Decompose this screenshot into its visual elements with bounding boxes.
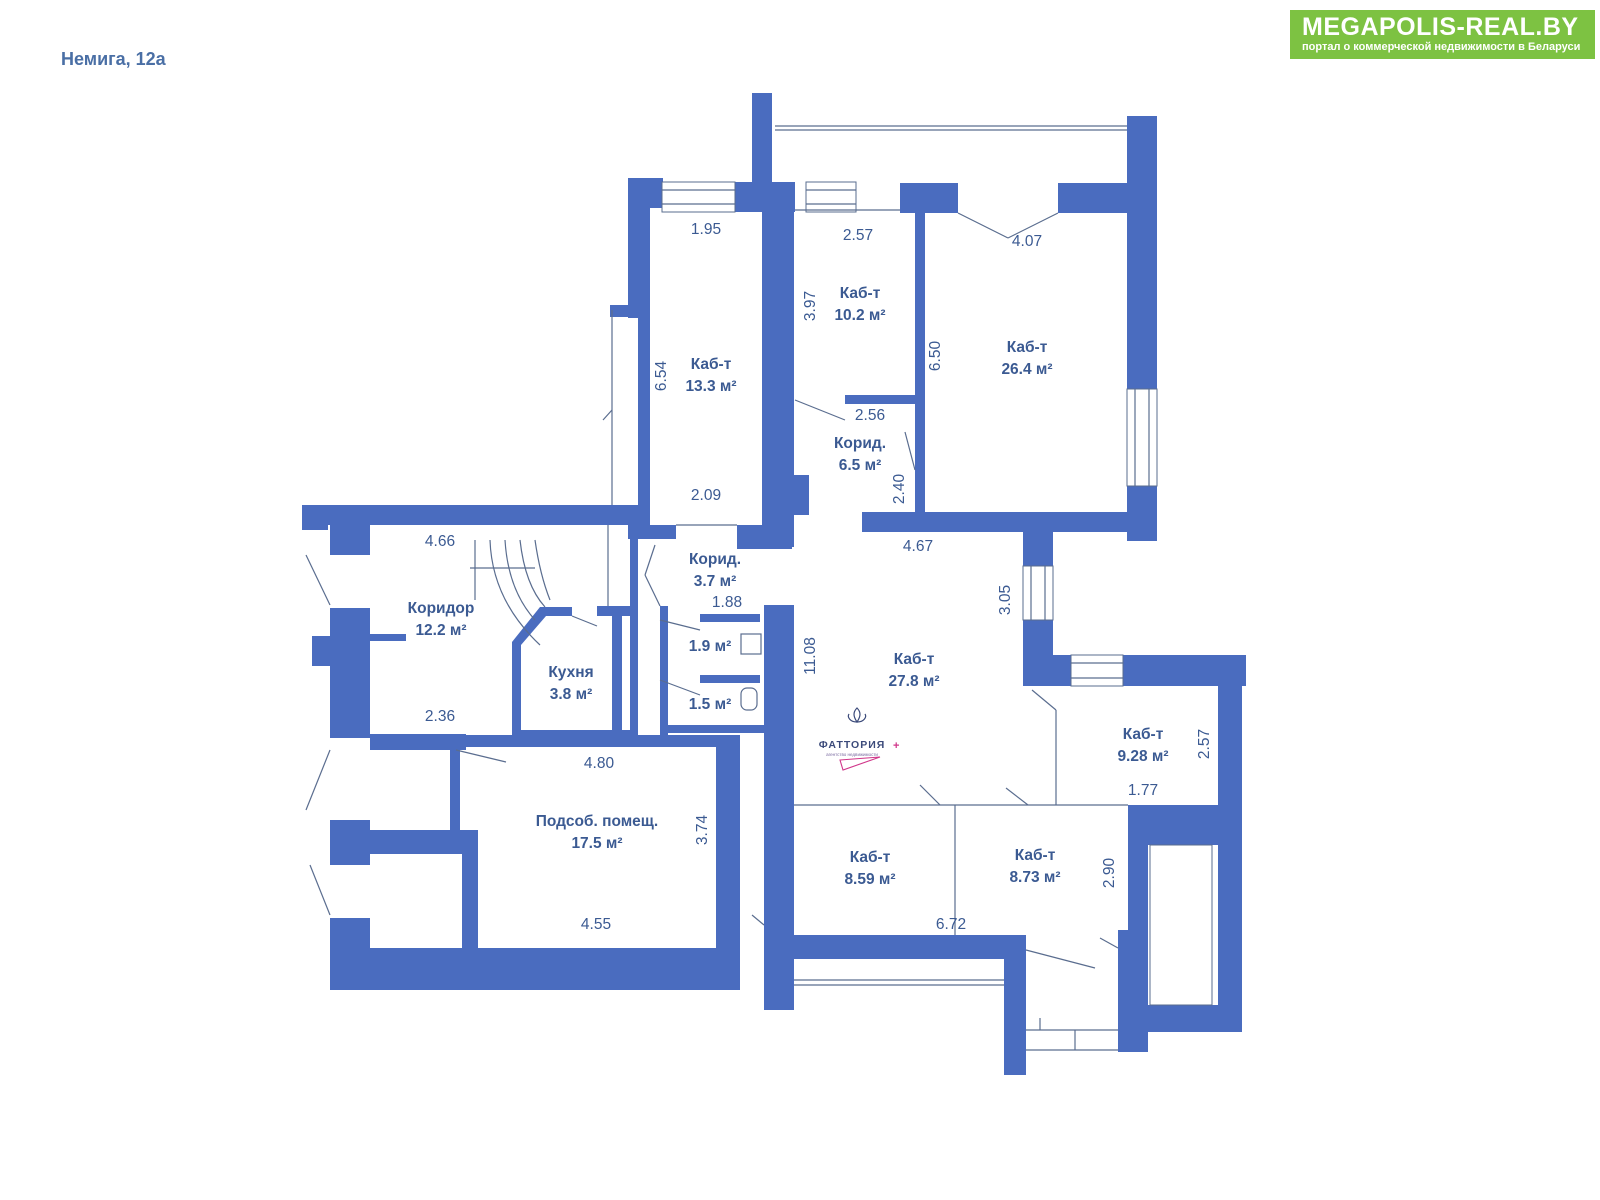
room-area: 26.4 м²: [1001, 361, 1052, 378]
badge-brand: MEGAPOLIS-REAL.BY: [1302, 13, 1579, 41]
dimension: 2.56: [855, 407, 885, 424]
room-name: Каб-т: [1123, 726, 1164, 743]
room-labels: Каб-т 13.3 м² Каб-т 10.2 м² Каб-т 26.4 м…: [408, 285, 1169, 888]
dimension: 6.50: [927, 341, 944, 372]
room-name: Кухня: [548, 664, 593, 681]
dimension: 4.66: [425, 533, 455, 550]
room-area: 17.5 м²: [571, 835, 622, 852]
dimension: 2.36: [425, 708, 455, 725]
room-name: Коридор: [408, 600, 475, 617]
dimension-labels: 1.95 2.57 4.07 3.97 6.54 6.50 2.56 2.09 …: [425, 221, 1213, 933]
dimension: 2.90: [1101, 858, 1118, 889]
room-area: 9.28 м²: [1117, 748, 1168, 765]
dimension: 1.88: [712, 594, 742, 611]
dimension: 3.05: [997, 585, 1014, 615]
room-area: 13.3 м²: [685, 378, 736, 395]
room-name: Корид.: [689, 551, 741, 568]
room-area: 3.8 м²: [550, 686, 592, 703]
megapolis-badge[interactable]: MEGAPOLIS-REAL.BY портал о коммерческой …: [1290, 10, 1595, 59]
dimension: 6.72: [936, 916, 966, 933]
room-area: 27.8 м²: [888, 673, 939, 690]
room-area: 1.9 м²: [689, 638, 731, 655]
address-title: Немига, 12а: [61, 49, 166, 69]
dimension: 2.40: [891, 474, 908, 505]
room-area: 3.7 м²: [694, 573, 736, 590]
plumbing: [740, 633, 762, 711]
dimension: 1.77: [1128, 782, 1158, 799]
room-name: Каб-т: [850, 849, 891, 866]
dimension: 6.54: [653, 361, 670, 392]
logo-subtitle: агентство недвижимости: [826, 752, 878, 757]
room-name: Каб-т: [1015, 847, 1056, 864]
dimension: 11.08: [802, 637, 819, 675]
room-area: 8.59 м²: [844, 871, 895, 888]
balcony-top: [775, 125, 1141, 185]
room-area: 6.5 м²: [839, 457, 881, 474]
room-name: Каб-т: [691, 356, 732, 373]
room-area: 1.5 м²: [689, 696, 731, 713]
room-name: Каб-т: [894, 651, 935, 668]
room-area: 12.2 м²: [415, 622, 466, 639]
logo-plus: +: [893, 740, 899, 752]
room-name: Каб-т: [1007, 339, 1048, 356]
dimension: 4.07: [1012, 233, 1042, 250]
walls: [302, 93, 1246, 1075]
room-area: 10.2 м²: [834, 307, 885, 324]
dimension: 3.97: [802, 291, 819, 321]
dimension: 4.67: [903, 538, 933, 555]
fattoria-logo: ФАТТОРИЯ + агентство недвижимости: [819, 707, 899, 771]
logo-name: ФАТТОРИЯ: [819, 739, 886, 751]
dimension: 4.80: [584, 755, 615, 772]
staircase: [470, 525, 609, 646]
dimension: 1.95: [691, 221, 721, 238]
dimension: 3.74: [694, 815, 711, 846]
dimension: 2.57: [843, 227, 873, 244]
dimension: 2.09: [691, 487, 721, 504]
door-swings: [305, 209, 1128, 1050]
room-name: Подсоб. помещ.: [536, 813, 658, 830]
fleur-icon: [847, 707, 867, 724]
room-name: Корид.: [834, 435, 886, 452]
dimension: 4.55: [581, 916, 611, 933]
room-area: 8.73 м²: [1009, 869, 1060, 886]
windows: [661, 181, 1213, 1051]
badge-tagline: портал о коммерческой недвижимости в Бел…: [1302, 41, 1581, 53]
room-name: Каб-т: [840, 285, 881, 302]
dimension: 2.57: [1196, 729, 1213, 759]
